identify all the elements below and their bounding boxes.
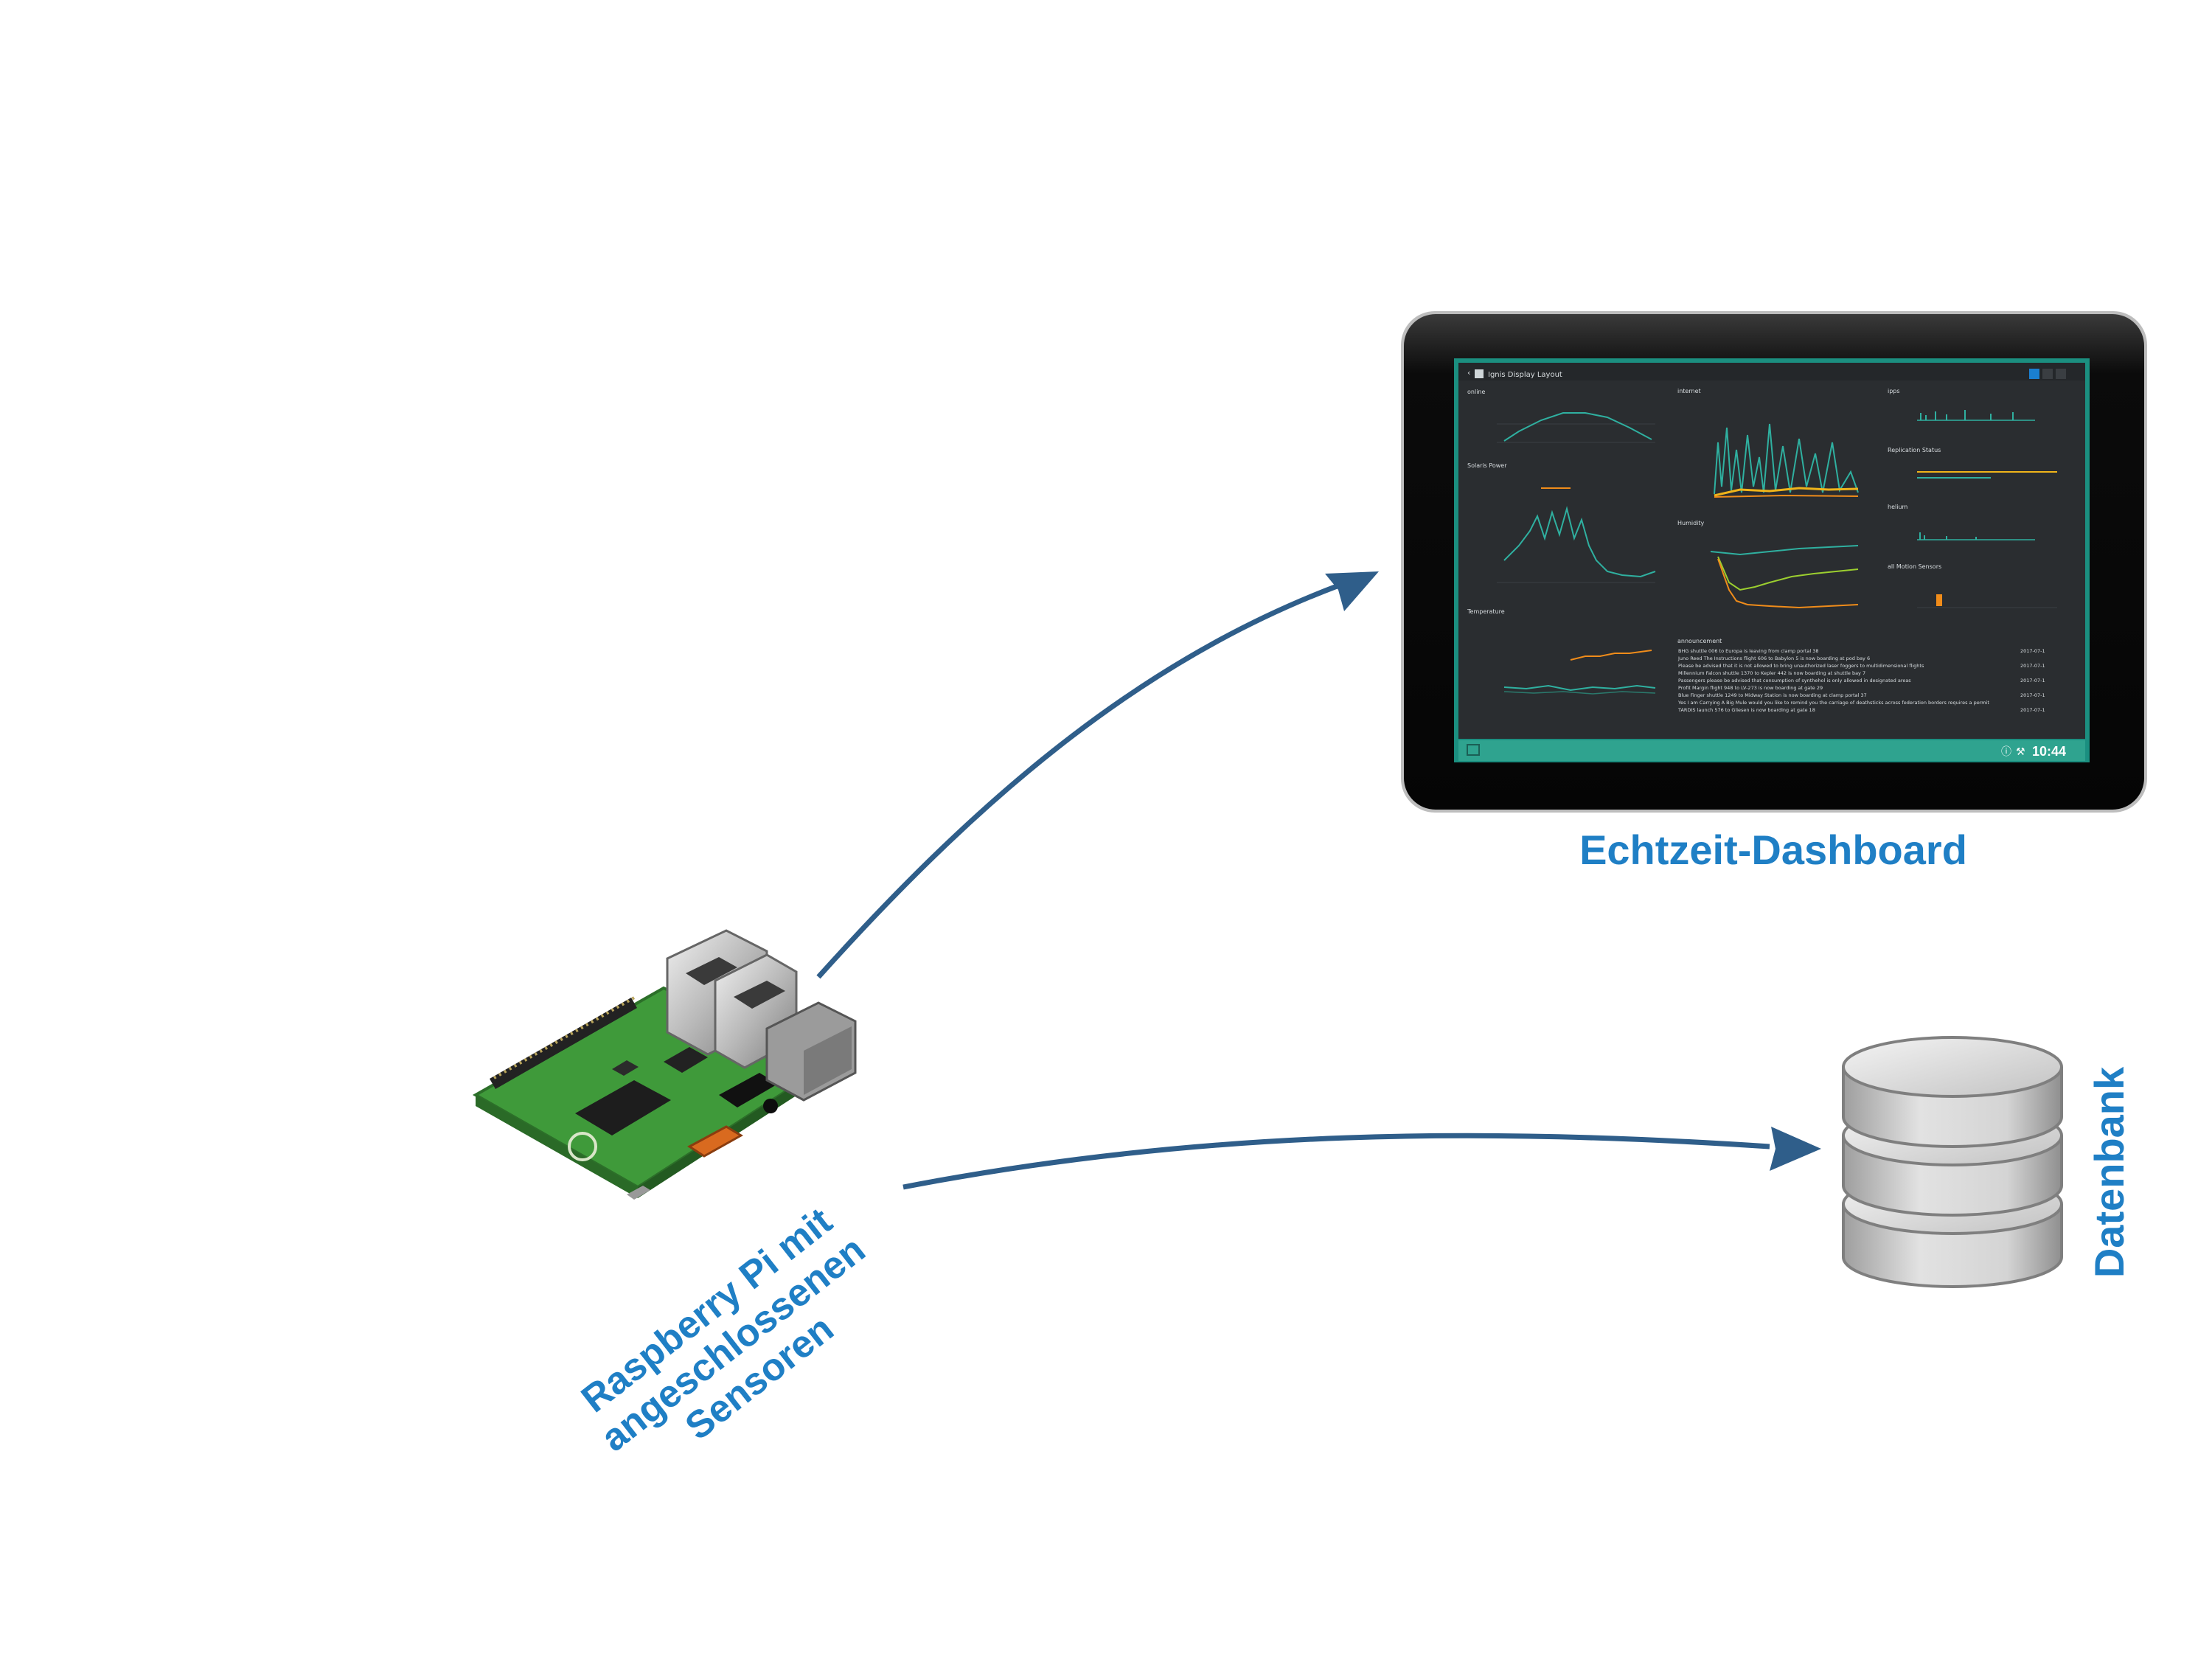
svg-text:BHG shuttle 006 to Europa is l: BHG shuttle 006 to Europa is leaving fro…: [1678, 648, 1819, 654]
svg-text:Yes I am Carrying A Big Mule w: Yes I am Carrying A Big Mule would you l…: [1677, 700, 1989, 706]
svg-text:Solaris Power: Solaris Power: [1467, 462, 1507, 469]
panel-temperature: Temperature: [1467, 608, 1656, 695]
svg-text:internet: internet: [1677, 388, 1701, 394]
info-icon[interactable]: ⓘ: [2001, 746, 2011, 758]
svg-text:Temperature: Temperature: [1467, 608, 1505, 615]
panel-helium: helium: [1888, 504, 2035, 540]
svg-text:2017-07-1: 2017-07-1: [2020, 692, 2045, 698]
panel-internet: internet: [1677, 388, 1859, 498]
tools-icon[interactable]: ⚒: [2016, 746, 2025, 758]
database-icon: [1842, 1036, 2063, 1288]
svg-text:Passengers please be advised t: Passengers please be advised that consum…: [1678, 678, 1911, 684]
panel-motion: all Motion Sensors: [1888, 563, 2057, 608]
arrow-to-dashboard: [816, 572, 1369, 979]
panel-online: online: [1467, 389, 1655, 443]
dashboard-label: Echtzeit-Dashboard: [1579, 827, 1967, 873]
raspberry-pi-board: [472, 929, 857, 1200]
layout-icon[interactable]: [1475, 369, 1484, 378]
edit-icon[interactable]: [2029, 369, 2039, 379]
dashboard-screen: ‹ Ignis Display Layout online Solaris Po…: [1454, 358, 2090, 762]
svg-text:all Motion Sensors: all Motion Sensors: [1888, 563, 1941, 570]
panel-replication: Replication Status: [1888, 447, 2057, 479]
svg-text:Please be advised that it is n: Please be advised that it is not allowed…: [1678, 663, 1924, 669]
taskbar: [1458, 740, 2085, 761]
window-icon[interactable]: [1467, 744, 1480, 756]
svg-text:Profit Margin flight 948 to LV: Profit Margin flight 948 to LV-273 is no…: [1678, 685, 1823, 691]
svg-text:2017-07-1: 2017-07-1: [2020, 678, 2045, 684]
clock: 10:44: [2032, 744, 2066, 759]
svg-text:announcement: announcement: [1677, 638, 1722, 644]
svg-text:online: online: [1467, 389, 1485, 395]
raspberry-label: Raspberry Pi mit angeschlossenen Sensore…: [574, 1200, 873, 1460]
svg-text:TARDIS launch 576 to Gliesen i: TARDIS launch 576 to Gliesen is now boar…: [1677, 707, 1815, 713]
layout-title[interactable]: Ignis Display Layout: [1488, 371, 1562, 379]
panel-humidity: Humidity: [1677, 520, 1859, 609]
svg-text:Humidity: Humidity: [1677, 520, 1705, 526]
arrow-to-database: [902, 1133, 1770, 1190]
database-label: Datenbank: [2086, 1066, 2132, 1278]
svg-text:2017-07-1: 2017-07-1: [2020, 648, 2045, 654]
panel-announcements: announcement BHG shuttle 006 to Europa i…: [1677, 638, 2045, 713]
arrow-to-dashboard-head: [1325, 571, 1379, 611]
fullscreen-icon[interactable]: [2056, 369, 2066, 379]
svg-text:2017-07-1: 2017-07-1: [2020, 707, 2045, 713]
link-icon[interactable]: [2042, 369, 2053, 379]
svg-text:ipps: ipps: [1888, 388, 1900, 394]
panel-ipps: ipps: [1888, 388, 2035, 421]
svg-text:Juno Reed The Instructions fli: Juno Reed The Instructions flight 606 to…: [1677, 655, 1870, 661]
svg-text:Replication Status: Replication Status: [1888, 447, 1941, 453]
tablet-device: ‹ Ignis Display Layout online Solaris Po…: [1401, 311, 2147, 813]
svg-text:Blue Finger shuttle 1249 to Mi: Blue Finger shuttle 1249 to Midway Stati…: [1678, 692, 1867, 698]
panel-solar-power: Solaris Power: [1467, 462, 1656, 583]
svg-text:helium: helium: [1888, 504, 1908, 510]
arrow-to-database-head: [1770, 1127, 1821, 1171]
svg-text:Millennium Falcon shuttle 1370: Millennium Falcon shuttle 1370 to Kepler…: [1678, 670, 1865, 676]
svg-text:2017-07-1: 2017-07-1: [2020, 663, 2045, 669]
svg-text:‹: ‹: [1467, 368, 1470, 378]
